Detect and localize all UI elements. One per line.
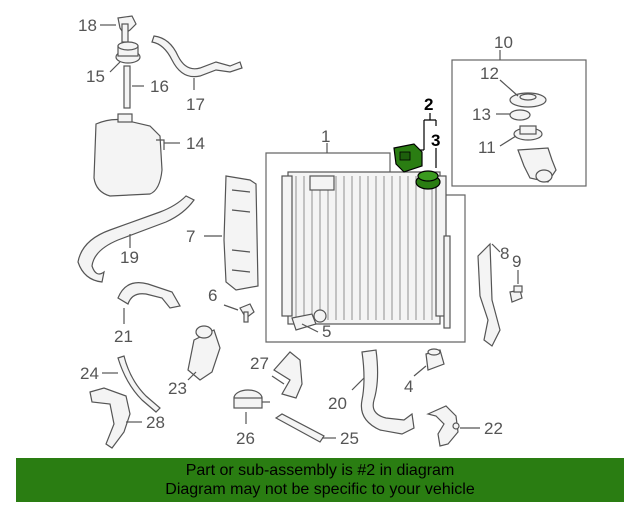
info-banner: Part or sub-assembly is #2 in diagram Di… xyxy=(16,458,624,502)
label-22[interactable]: 22 xyxy=(484,419,503,438)
radiator-cap-highlighted[interactable] xyxy=(393,143,423,173)
filter-26[interactable] xyxy=(233,389,270,409)
bracket-22[interactable] xyxy=(426,405,460,447)
label-17[interactable]: 17 xyxy=(186,95,205,114)
tank-joint[interactable] xyxy=(117,15,137,43)
water-passage[interactable] xyxy=(187,325,221,381)
parts-diagram: 1 5 2 3 xyxy=(77,15,587,449)
upper-radiator-hose[interactable] xyxy=(77,195,195,283)
label-21[interactable]: 21 xyxy=(114,327,133,346)
label-4[interactable]: 4 xyxy=(404,377,413,396)
hose-21[interactable] xyxy=(117,282,181,309)
fan-shroud[interactable] xyxy=(223,175,259,291)
label-11[interactable]: 11 xyxy=(478,138,496,157)
bolt-9[interactable] xyxy=(509,285,523,303)
reserve-tank-cap[interactable] xyxy=(115,41,141,64)
mount-cushion[interactable] xyxy=(425,348,445,371)
label-6[interactable]: 6 xyxy=(208,286,217,305)
label-16[interactable]: 16 xyxy=(150,77,169,96)
drain-plug[interactable] xyxy=(291,309,327,331)
label-18[interactable]: 18 xyxy=(78,16,97,35)
radiator-cap-seal[interactable] xyxy=(415,170,441,190)
bracket-27[interactable] xyxy=(273,351,303,399)
label-1[interactable]: 1 xyxy=(321,127,330,146)
radiator-group-box xyxy=(265,152,466,343)
label-8[interactable]: 8 xyxy=(500,244,509,263)
hose-25[interactable] xyxy=(274,413,325,443)
lower-radiator-hose[interactable] xyxy=(360,349,415,435)
label-14[interactable]: 14 xyxy=(186,134,205,153)
label-7[interactable]: 7 xyxy=(186,227,195,246)
label-25[interactable]: 25 xyxy=(340,429,359,448)
water-outlet[interactable] xyxy=(517,147,557,183)
thermostat-group-box xyxy=(451,59,587,187)
thermostat[interactable] xyxy=(513,125,543,141)
hose-24[interactable] xyxy=(117,355,161,413)
radiator[interactable] xyxy=(281,171,447,325)
label-15[interactable]: 15 xyxy=(86,67,105,86)
label-23[interactable]: 23 xyxy=(168,379,187,398)
label-24[interactable]: 24 xyxy=(80,364,99,383)
thermostat-cover[interactable] xyxy=(509,92,547,108)
label-5[interactable]: 5 xyxy=(322,322,331,341)
label-28[interactable]: 28 xyxy=(146,413,165,432)
banner-line-2: Diagram may not be specific to your vehi… xyxy=(165,481,475,498)
bolt-6[interactable] xyxy=(239,303,255,323)
label-20[interactable]: 20 xyxy=(328,394,347,413)
overflow-hose[interactable] xyxy=(151,35,243,78)
label-19[interactable]: 19 xyxy=(120,248,139,267)
thermostat-gasket[interactable] xyxy=(509,109,531,121)
banner-line-1: Part or sub-assembly is #2 in diagram xyxy=(185,462,455,479)
radiator-side-rod[interactable] xyxy=(443,235,451,329)
label-13[interactable]: 13 xyxy=(472,105,491,124)
label-12[interactable]: 12 xyxy=(480,64,499,83)
label-10[interactable]: 10 xyxy=(494,33,513,52)
overflow-tube[interactable] xyxy=(123,65,131,109)
label-2[interactable]: 2 xyxy=(424,95,433,114)
bracket-28[interactable] xyxy=(89,387,131,449)
label-3[interactable]: 3 xyxy=(431,131,440,150)
label-27[interactable]: 27 xyxy=(250,354,269,373)
label-9[interactable]: 9 xyxy=(512,252,521,271)
label-26[interactable]: 26 xyxy=(236,429,255,448)
bracket-8[interactable] xyxy=(477,242,501,347)
reserve-tank[interactable] xyxy=(93,113,165,197)
